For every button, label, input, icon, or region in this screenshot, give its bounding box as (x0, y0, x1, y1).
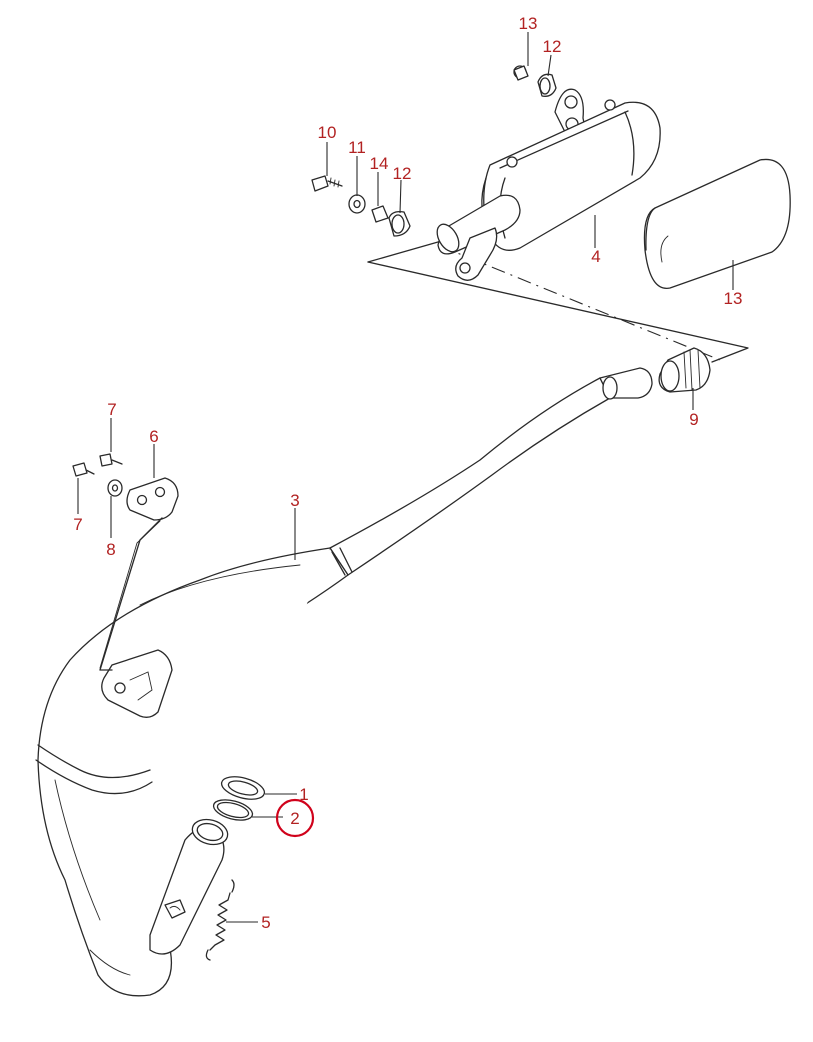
assembly-reference-lines (367, 239, 749, 363)
callout-7-lower: 7 (73, 515, 82, 534)
callout-3: 3 (290, 491, 299, 510)
highlight-circle (275, 798, 315, 838)
grommet-12 (388, 210, 411, 237)
upper-bushing-collar-13 (513, 65, 529, 81)
callout-10: 10 (318, 123, 337, 142)
upper-grommet-12 (537, 73, 557, 97)
callout-11: 11 (348, 138, 366, 157)
callout-12-top: 12 (543, 37, 562, 56)
callout-12: 12 (393, 164, 412, 183)
exhaust-pipe (35, 367, 653, 997)
callout-2: 2 (290, 809, 299, 828)
callout-7-upper: 7 (107, 400, 116, 419)
callout-9: 9 (689, 410, 698, 429)
muffler (436, 88, 661, 281)
callout-labels: 13 12 10 11 14 12 4 13 9 7 6 3 7 8 1 2 5 (73, 14, 742, 932)
bolt-7-lower (72, 462, 95, 477)
spring (205, 879, 235, 961)
gasket-1 (220, 776, 266, 800)
callout-13-top: 13 (519, 14, 538, 33)
callout-5: 5 (261, 913, 270, 932)
washer-11 (348, 194, 366, 214)
bolt-7-upper (99, 453, 123, 467)
callout-1: 1 (299, 785, 308, 804)
callout-13: 14 (370, 154, 389, 173)
callout-6: 6 (149, 427, 158, 446)
callout-4: 4 (591, 247, 600, 266)
bracket-plate (99, 477, 179, 671)
callout-8: 8 (106, 540, 115, 559)
leader-lines (77, 32, 734, 923)
collar-13 (371, 205, 389, 223)
connector-seal (658, 347, 711, 393)
callout-14: 13 (724, 289, 743, 308)
gasket-2 (212, 799, 254, 821)
bolt-10 (311, 175, 343, 192)
muffler-packing (643, 158, 791, 289)
washer-8 (107, 479, 123, 497)
